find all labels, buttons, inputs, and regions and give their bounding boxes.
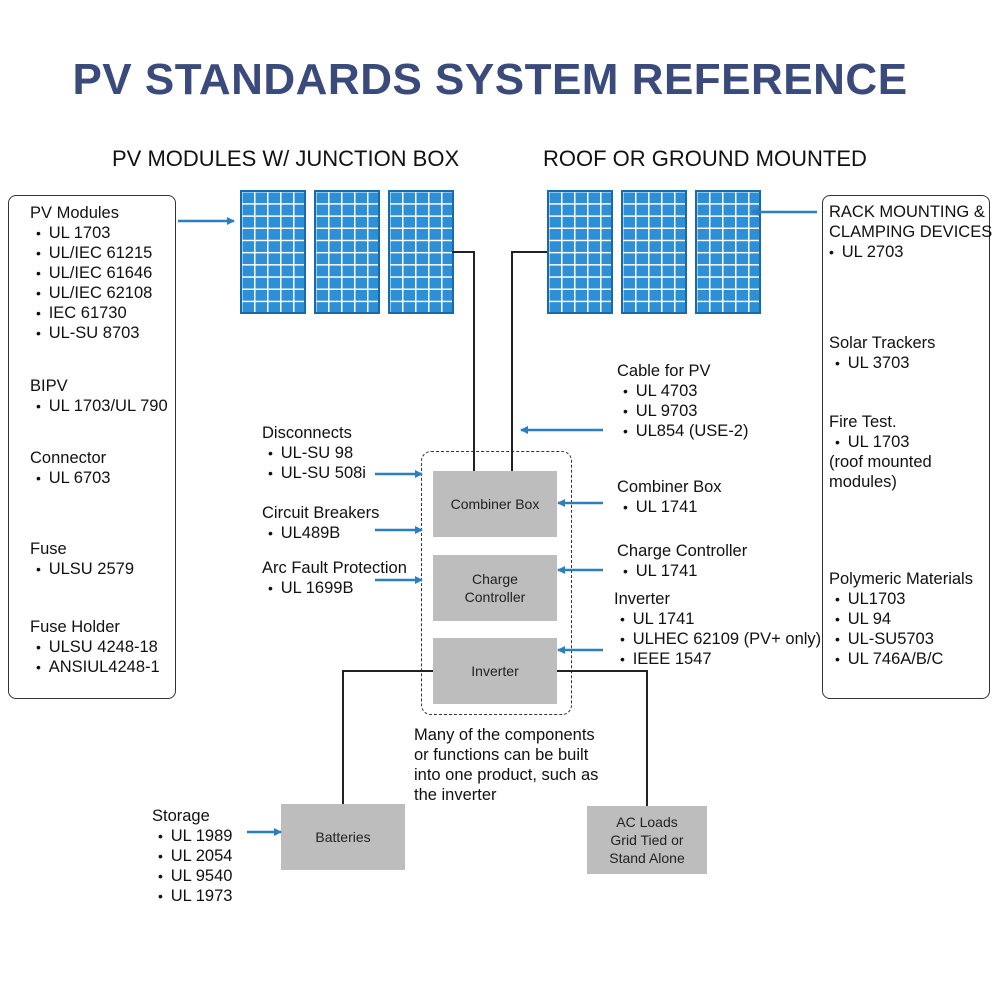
standard-item: UL 4703 (617, 381, 748, 401)
standard-item: UL 9540 (152, 866, 233, 886)
standard-item: UL 1741 (617, 561, 747, 581)
connector-group: Connector UL 6703 (30, 448, 110, 488)
combiner-box: Combiner Box (433, 471, 557, 537)
mounted-heading: ROOF OR GROUND MOUNTED (543, 146, 867, 171)
label-heading: Disconnects (262, 424, 352, 442)
charge-controller: Charge Controller (433, 555, 557, 621)
note-line: Many of the components (414, 726, 595, 744)
solar-panel-5 (621, 190, 687, 314)
disconnects-label: Disconnects UL-SU 98 UL-SU 508i (262, 423, 366, 483)
standard-item: UL 1703 (30, 223, 152, 243)
fuse-holder-group: Fuse Holder ULSU 4248-18 ANSIUL4248-1 (30, 617, 160, 677)
ac-loads-line: Grid Tied or (610, 832, 684, 848)
note-line: the inverter (414, 786, 497, 804)
ac-loads-line: AC Loads (616, 814, 678, 830)
standard-item: IEEE 1547 (614, 649, 821, 669)
standard-item: ANSIUL4248-1 (30, 657, 160, 677)
standard-item: IEC 61730 (30, 303, 152, 323)
standard-item: UL 9703 (617, 401, 748, 421)
ac-loads: AC Loads Grid Tied or Stand Alone (587, 806, 707, 874)
standard-item: UL854 (USE-2) (617, 421, 749, 441)
standard-item: UL 6703 (30, 468, 111, 488)
cable-label: Cable for PV UL 4703 UL 9703 UL854 (USE-… (617, 361, 748, 441)
standard-item: UL 1741 (614, 609, 821, 629)
standard-item: UL/IEC 61215 (30, 243, 153, 263)
solar-panel-6 (695, 190, 761, 314)
standard-item: UL1703 (829, 589, 973, 609)
group-heading: Polymeric Materials (829, 570, 973, 588)
standard-item: UL 1699B (262, 578, 407, 598)
battery-wire (342, 670, 433, 804)
storage-label: Storage UL 1989 UL 2054 UL 9540 UL 1973 (152, 806, 232, 906)
inverter: Inverter (433, 638, 557, 704)
group-heading: Solar Trackers (829, 334, 936, 352)
ac-wire (557, 670, 648, 806)
standard-item: UL 2703 (829, 242, 992, 262)
standard-item: UL-SU 98 (262, 443, 366, 463)
batteries: Batteries (281, 804, 405, 870)
standard-item: UL/IEC 61646 (30, 263, 153, 283)
group-heading: Connector (30, 449, 107, 467)
standard-item: UL 1973 (152, 886, 233, 906)
standard-item: UL/IEC 62108 (30, 283, 153, 303)
combiner-box-label: Combiner Box UL 1741 (617, 477, 722, 517)
solar-panel-4 (547, 190, 613, 314)
label-heading: Cable for PV (617, 362, 711, 380)
standard-item: UL 1703/UL 790 (30, 396, 168, 416)
standard-item: UL 3703 (829, 353, 935, 373)
group-heading: Fuse Holder (30, 618, 120, 636)
standard-item: UL 746A/B/C (829, 649, 973, 669)
charge-controller-line: Charge (472, 571, 518, 587)
panel-wire-right (511, 251, 547, 471)
arc-fault-label: Arc Fault Protection UL 1699B (262, 558, 407, 598)
charge-controller-label: Charge Controller UL 1741 (617, 541, 747, 581)
panel-wire-left (452, 251, 475, 471)
note-line: into one product, such as (414, 766, 599, 784)
group-heading: CLAMPING DEVICES (829, 223, 993, 241)
standard-item: UL 1741 (617, 497, 722, 517)
standard-item: UL-SU5703 (829, 629, 973, 649)
standard-item: UL 1989 (152, 826, 233, 846)
group-heading: RACK MOUNTING & (829, 203, 985, 221)
standard-item: UL489B (262, 523, 379, 543)
inverter-label: Inverter UL 1741 ULHEC 62109 (PV+ only) … (614, 589, 821, 669)
polymeric-materials-group: Polymeric Materials UL1703 UL 94 UL-SU57… (829, 569, 973, 669)
page-title: PV STANDARDS SYSTEM REFERENCE (72, 55, 908, 104)
standard-item: ULSU 2579 (30, 559, 134, 579)
charge-controller-line: Controller (464, 589, 526, 605)
fuse-group: Fuse ULSU 2579 (30, 539, 134, 579)
group-heading: PV Modules (30, 204, 119, 222)
label-heading: Combiner Box (617, 478, 722, 496)
standard-item: UL-SU 508i (262, 463, 366, 483)
label-heading: Storage (152, 807, 210, 825)
standard-item: UL 2054 (152, 846, 233, 866)
pv-modules-group: PV Modules UL 1703 UL/IEC 61215 UL/IEC 6… (30, 203, 152, 343)
standard-item: ULSU 4248-18 (30, 637, 160, 657)
label-heading: Arc Fault Protection (262, 559, 407, 577)
standard-item: UL 1703 (829, 432, 932, 452)
circuit-breakers-label: Circuit Breakers UL489B (262, 503, 379, 543)
group-note: (roof mounted (829, 453, 932, 471)
group-heading: BIPV (30, 377, 68, 395)
fire-test-group: Fire Test. UL 1703 (roof mounted modules… (829, 412, 932, 492)
bipv-group: BIPV UL 1703/UL 790 (30, 376, 168, 416)
note-line: or functions can be built (414, 746, 589, 764)
standard-item: UL 94 (829, 609, 973, 629)
label-heading: Charge Controller (617, 542, 748, 560)
rack-mounting-group: RACK MOUNTING & CLAMPING DEVICES UL 2703 (829, 202, 992, 262)
ac-loads-line: Stand Alone (609, 850, 685, 866)
label-heading: Circuit Breakers (262, 504, 380, 522)
group-note: modules) (829, 473, 897, 491)
standard-item: UL-SU 8703 (30, 323, 152, 343)
solar-panel-1 (240, 190, 306, 314)
integration-note: Many of the components or functions can … (414, 725, 598, 805)
solar-panel-2 (314, 190, 380, 314)
group-heading: Fuse (30, 540, 67, 558)
standard-item: ULHEC 62109 (PV+ only) (614, 629, 821, 649)
group-heading: Fire Test. (829, 413, 897, 431)
label-heading: Inverter (614, 590, 670, 608)
solar-trackers-group: Solar Trackers UL 3703 (829, 333, 935, 373)
pv-modules-heading: PV MODULES W/ JUNCTION BOX (112, 146, 460, 171)
